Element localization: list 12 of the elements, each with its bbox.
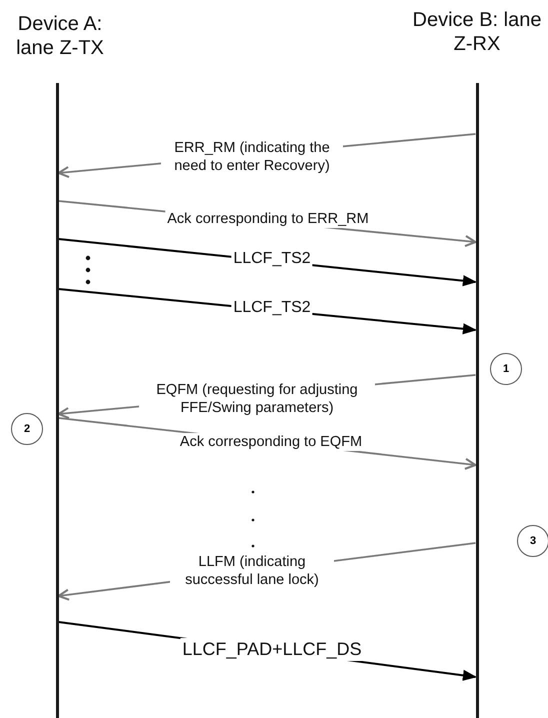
edge-label: EQFM (requesting for adjusting FFE/Swing parameters) — [139, 381, 375, 418]
edge-label: ERR_RM (indicating the need to enter Recovery) — [161, 139, 343, 176]
edge-label: LLCF_TS2 — [231, 298, 313, 318]
step-number-circle: 3 — [517, 525, 548, 557]
edge-label: Ack corresponding to ERR_RM — [165, 210, 371, 228]
step-number-circle: 1 — [490, 353, 522, 385]
lane-heading: Device B: lane Z-RX — [412, 8, 542, 56]
edge-label: LLFM (indicating successful lane lock) — [170, 553, 334, 590]
edge-label: LLCF_TS2 — [231, 249, 313, 269]
lane-heading: Device A: lane Z-TX — [15, 12, 105, 60]
edge-label: LLCF_PAD+LLCF_DS — [180, 638, 364, 660]
step-number-circle: 2 — [11, 413, 43, 445]
